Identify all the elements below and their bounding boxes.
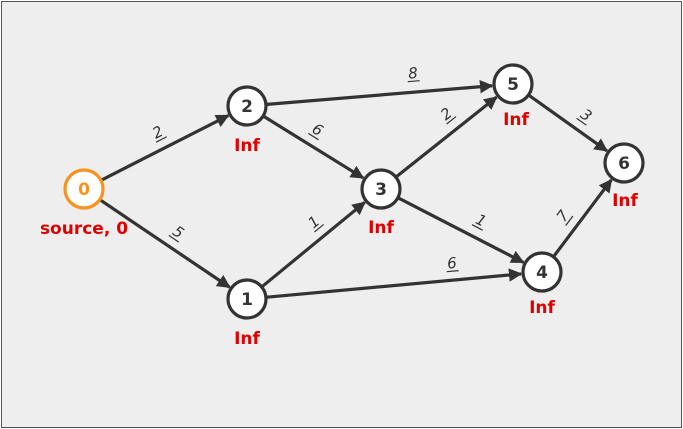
node-distance-label: Inf <box>234 329 260 349</box>
edge-weight: 7 <box>553 206 573 225</box>
edge-weight: 2 <box>437 104 456 124</box>
edge-5-6: 3 <box>528 94 608 153</box>
node-circle <box>226 85 268 127</box>
edge-weight-label: 1 <box>471 210 490 231</box>
node-label: 6 <box>618 154 630 174</box>
node-distance-label: Inf <box>612 191 638 211</box>
edge-3-5: 2 <box>395 95 498 178</box>
edge-weight: 8 <box>408 64 419 83</box>
node-label: 4 <box>536 263 548 283</box>
edge-arrow <box>528 94 608 153</box>
edge-0-2: 2 <box>101 114 230 182</box>
edge-arrow <box>263 115 365 180</box>
node-distance-label: source, 0 <box>40 219 128 239</box>
node-circle <box>521 251 563 293</box>
edge-weight-label: 6 <box>307 120 327 141</box>
edge-arrow <box>261 201 366 288</box>
edge-arrow <box>101 114 230 182</box>
edge-weight-underline <box>407 80 420 83</box>
edge-weight-label: 1 <box>305 212 325 233</box>
edge-weight: 1 <box>305 212 324 232</box>
edge-weight-label: 5 <box>168 222 187 243</box>
edge-weight-underline <box>168 234 180 243</box>
edge-weight-label: 3 <box>576 105 595 126</box>
node-label: 5 <box>507 75 519 95</box>
edge-arrow <box>266 80 494 106</box>
node-distance-label: Inf <box>503 110 529 130</box>
edge-weight: 2 <box>149 122 166 142</box>
node-distance-label: Inf <box>234 136 260 156</box>
edge-2-3: 6 <box>263 115 365 180</box>
edge-weight-underline <box>446 116 457 125</box>
edge-weight: 6 <box>309 120 327 140</box>
node-circle <box>63 168 105 210</box>
edge-weight-label: 2 <box>149 122 168 143</box>
node-label: 0 <box>78 180 90 200</box>
edge-weight-label: 6 <box>446 254 459 273</box>
edge-arrow <box>266 268 523 299</box>
edge-arrow <box>99 198 231 289</box>
edge-weight: 6 <box>446 254 457 273</box>
edge-arrow <box>395 95 498 178</box>
edge-weight-underline <box>155 136 168 143</box>
edge-weight-underline <box>565 215 574 226</box>
edge-weight: 3 <box>577 105 595 125</box>
node-label: 2 <box>241 97 253 117</box>
edge-weight: 5 <box>169 222 187 242</box>
edge-4-6: 7 <box>552 178 613 257</box>
edge-arrow <box>552 178 613 257</box>
node-circle <box>360 168 402 210</box>
node-circle <box>226 278 268 320</box>
node-distance-label: Inf <box>368 218 394 238</box>
node-0: 0 source, 0 <box>40 168 128 239</box>
edge-1-3: 1 <box>261 201 366 288</box>
node-distance-label: Inf <box>529 298 555 318</box>
edge-weight-underline <box>313 223 325 233</box>
edge-3-4: 1 <box>398 196 525 264</box>
node-label: 3 <box>375 180 387 200</box>
node-circle <box>603 142 645 184</box>
edge-weight-underline <box>307 132 319 141</box>
edge-weight-label: 8 <box>407 64 420 83</box>
node-circle <box>492 63 534 105</box>
edge-2-5: 8 <box>266 64 494 106</box>
edge-arrow <box>398 196 525 264</box>
edge-weight-underline <box>446 269 459 273</box>
edge-0-1: 5 <box>99 198 231 289</box>
edge-weight-underline <box>576 117 587 126</box>
edge-weight: 1 <box>473 210 490 230</box>
node-label: 1 <box>241 290 253 310</box>
edge-1-4: 6 <box>266 254 523 299</box>
edge-weight-label: 7 <box>553 206 574 226</box>
edge-weight-underline <box>471 224 483 231</box>
edge-weight-label: 2 <box>437 104 457 125</box>
